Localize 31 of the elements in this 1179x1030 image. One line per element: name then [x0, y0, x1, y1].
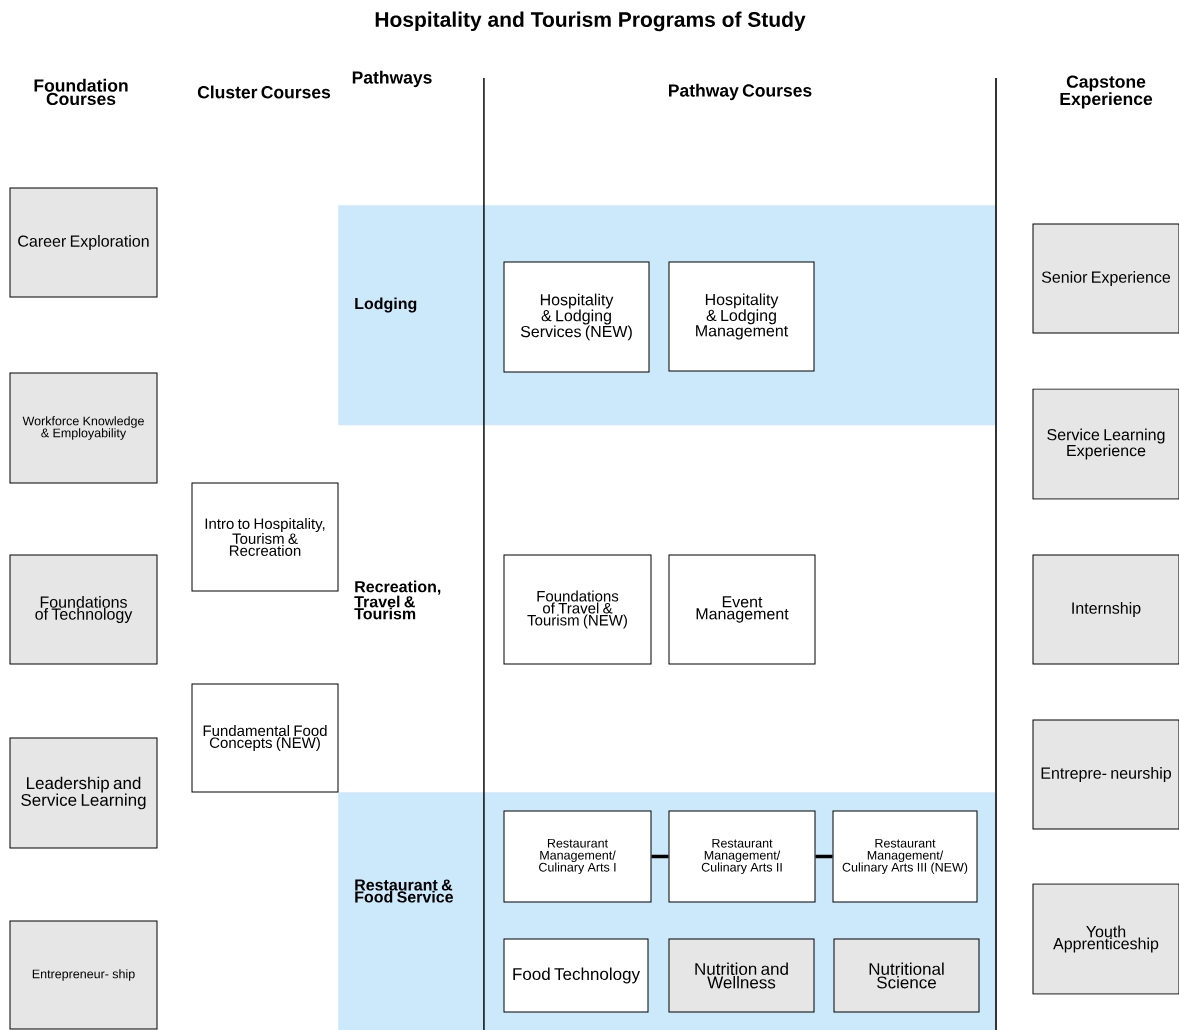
course-box: Internship — [1032, 554, 1179, 665]
course-box: Intro to Hospitality, Tourism & Recreation — [191, 482, 339, 592]
course-box: Service Learning Experience — [1032, 388, 1179, 500]
course-box: Event Management — [668, 554, 816, 665]
column-heading: Capstone Experience — [1060, 75, 1153, 109]
column-heading: Cluster Courses — [197, 85, 331, 99]
course-box: Nutrition and Wellness — [668, 938, 815, 1013]
course-box: Food Technology — [503, 938, 649, 1013]
connector-line — [815, 854, 833, 859]
course-box: Leadership and Service Learning — [9, 737, 158, 849]
pathway-label: Recreation, Travel & Tourism — [354, 580, 441, 620]
course-box: Fundamental Food Concepts (NEW) — [191, 683, 339, 793]
course-box: Hospitality & Lodging Management — [668, 261, 815, 372]
column-heading: Foundation Courses — [34, 78, 128, 106]
course-box: Foundations of Technology — [9, 554, 158, 665]
course-box: Career Exploration — [9, 187, 158, 298]
course-box: Restaurant Management/ Culinary Arts I — [503, 810, 652, 903]
course-box: Foundations of Travel & Tourism (NEW) — [503, 554, 652, 665]
course-box: Restaurant Management/ Culinary Arts III (NEW) — [832, 810, 978, 903]
title: Hospitality and Tourism Programs of Study — [375, 11, 806, 32]
course-box: Entrepre- neurship — [1032, 719, 1179, 830]
course-box: Hospitality & Lodging Services (NEW) — [503, 261, 650, 373]
course-box: Restaurant Management/ Culinary Arts II — [668, 810, 816, 903]
connector-line — [651, 854, 669, 859]
course-box: Nutritional Science — [833, 938, 980, 1013]
course-box: Workforce Knowledge & Employability — [9, 372, 158, 484]
column-heading: Pathways — [352, 70, 432, 88]
course-box: Youth Apprenticeship — [1032, 883, 1179, 995]
course-box: Entrepreneur- ship — [9, 920, 158, 1030]
column-heading: Pathway Courses — [669, 83, 812, 101]
course-box: Senior Experience — [1032, 223, 1179, 334]
